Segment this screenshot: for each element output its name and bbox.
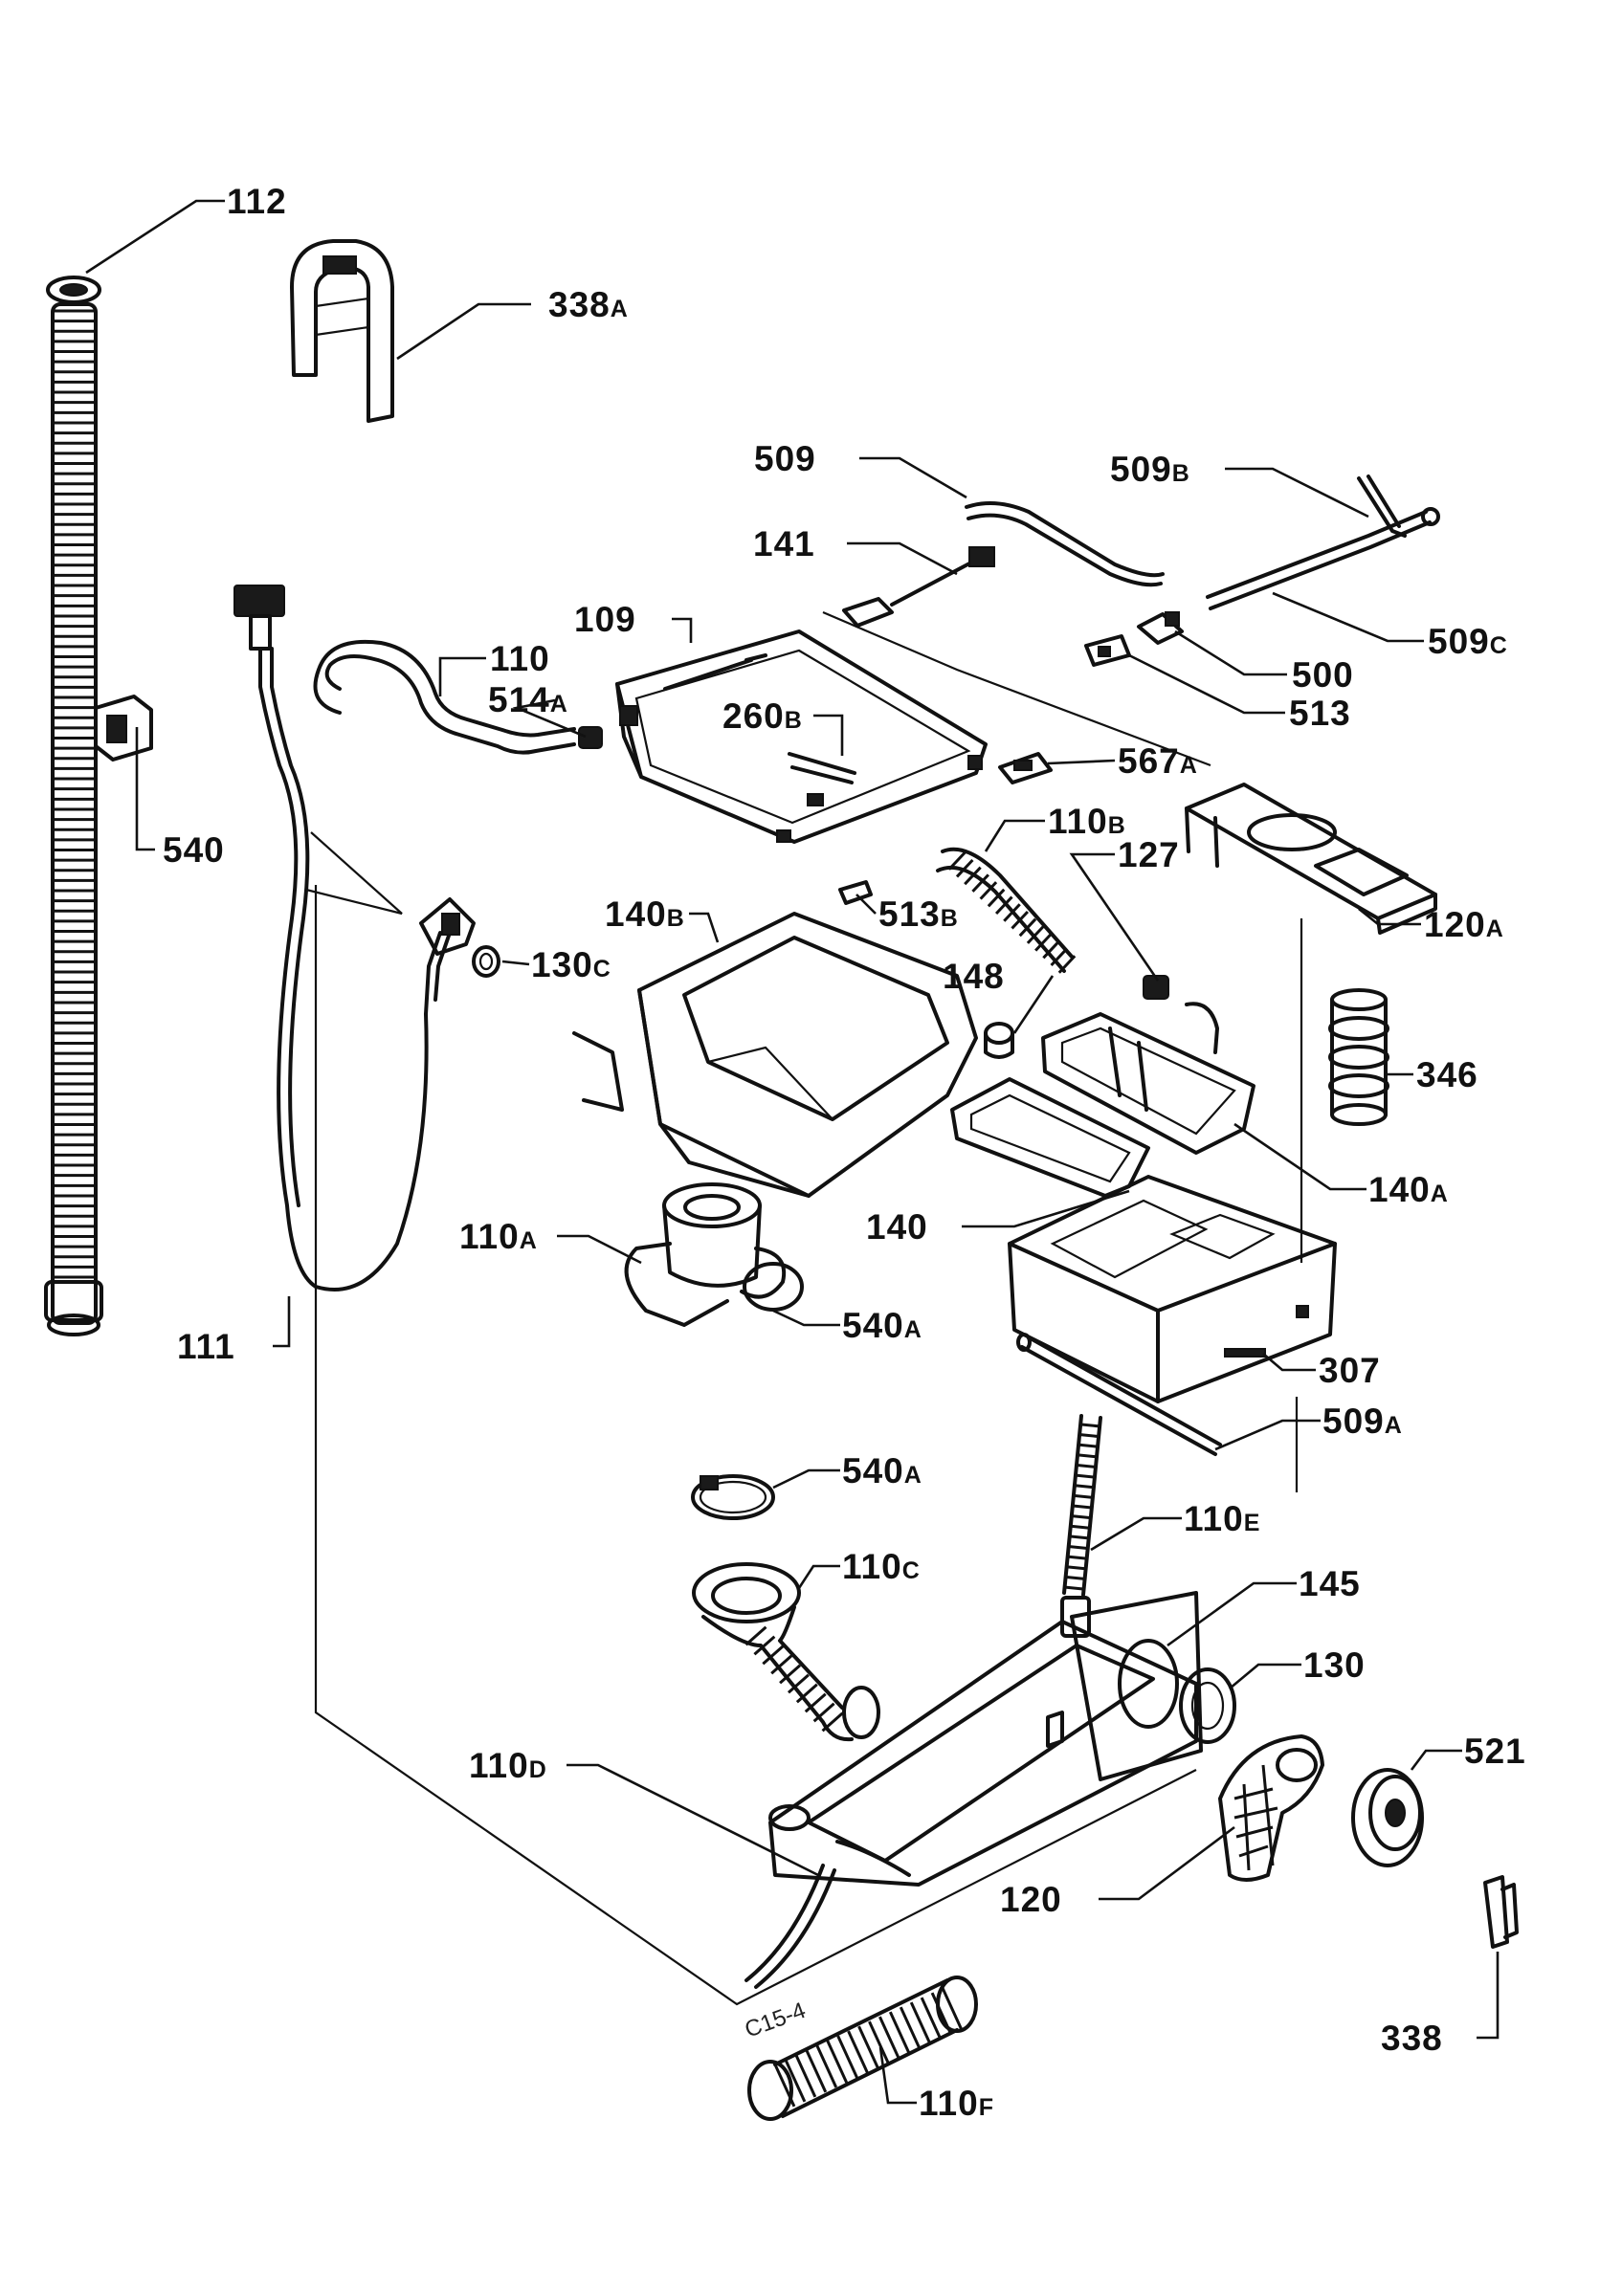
part-307-drawer-front [1008,1175,1337,1403]
label-110b: 110B [1048,802,1126,841]
part-514a-connector [578,726,603,749]
label-110d: 110D [469,1746,547,1785]
label-346: 346 [1416,1055,1478,1094]
label-540a-bottom: 540A [842,1451,922,1490]
label-110f: 110F [919,2084,994,2123]
part-109-base-plate [615,629,988,844]
label-127: 127 [1118,835,1180,874]
part-120-filter [1218,1734,1324,1882]
part-567a-clip [998,752,1053,784]
label-500: 500 [1292,655,1354,695]
label-338a: 338A [548,285,629,324]
label-540a-top: 540A [842,1306,922,1345]
part-110e-hose [1062,1414,1102,1597]
label-509: 509 [754,439,816,478]
label-513b: 513B [878,894,959,934]
part-120a-cover [1185,783,1437,935]
label-509b: 509B [1110,450,1190,489]
part-540a-clamp-top [743,1262,804,1312]
label-140b: 140B [605,894,685,934]
part-labels: 112 338A 509 509B 141 109 509C 110 500 5… [163,182,1526,2123]
part-127-nipple [1143,975,1219,1054]
label-148: 148 [943,957,1005,996]
part-111-inlet-hose [233,585,476,1292]
label-109: 109 [574,600,636,639]
part-509-rod [965,501,1165,587]
label-140a: 140A [1368,1170,1449,1209]
part-110a-hose [624,1182,787,1327]
part-260b-bar [788,752,856,806]
leader-lines [85,199,1500,2105]
label-140: 140 [866,1207,928,1247]
part-338a-hose-hook [290,239,394,423]
label-521: 521 [1464,1732,1526,1771]
label-260b: 260B [722,696,803,736]
label-110e: 110E [1184,1499,1260,1538]
part-130-seal [1179,1667,1236,1744]
part-540-clip [94,695,155,851]
label-110c: 110C [842,1547,921,1586]
label-130: 130 [1303,1645,1366,1685]
part-338-clip [1483,1875,1519,1949]
part-110b-hose [936,847,1077,974]
part-140a-drawer [1041,1012,1255,1155]
label-509a: 509A [1322,1402,1403,1441]
part-110c-elbow-hose [692,1562,880,1742]
label-145: 145 [1299,1564,1361,1603]
part-500-valve [1137,611,1184,645]
part-509b-509c-lever [1206,475,1440,610]
assembly-outline [305,610,1303,2006]
label-130c: 130C [531,945,611,984]
label-110a: 110A [459,1217,538,1256]
part-110d-hose [744,1864,836,1989]
label-540: 540 [163,830,225,870]
label-141: 141 [753,524,815,563]
part-145-sump [768,1591,1203,1887]
label-110: 110 [490,639,550,678]
part-112-drain-hose [44,276,103,1336]
drawing-code: C15-4 [742,1998,810,2043]
label-513: 513 [1289,694,1351,733]
part-141-switch [842,546,995,628]
label-120a: 120A [1424,905,1504,944]
part-513-bracket [1084,634,1131,667]
part-110f-hose [747,1976,978,2121]
part-130c-washer [472,945,500,978]
part-540a-clamp-bottom [691,1474,775,1520]
part-521-knob [1351,1768,1424,1867]
label-111: 111 [177,1327,235,1366]
label-307: 307 [1319,1351,1381,1390]
label-509c: 509C [1428,622,1508,661]
label-120: 120 [1000,1880,1062,1919]
label-567a: 567A [1118,741,1198,781]
part-513b-pin [838,880,873,905]
part-140b-housing [572,912,978,1198]
label-112: 112 [227,182,287,221]
part-509a-rod [1016,1333,1222,1456]
part-110-pipe [313,639,576,755]
label-338: 338 [1381,2019,1443,2058]
label-514a: 514A [488,680,568,719]
part-346-spring [1328,988,1389,1126]
part-148-plug [984,1022,1014,1059]
